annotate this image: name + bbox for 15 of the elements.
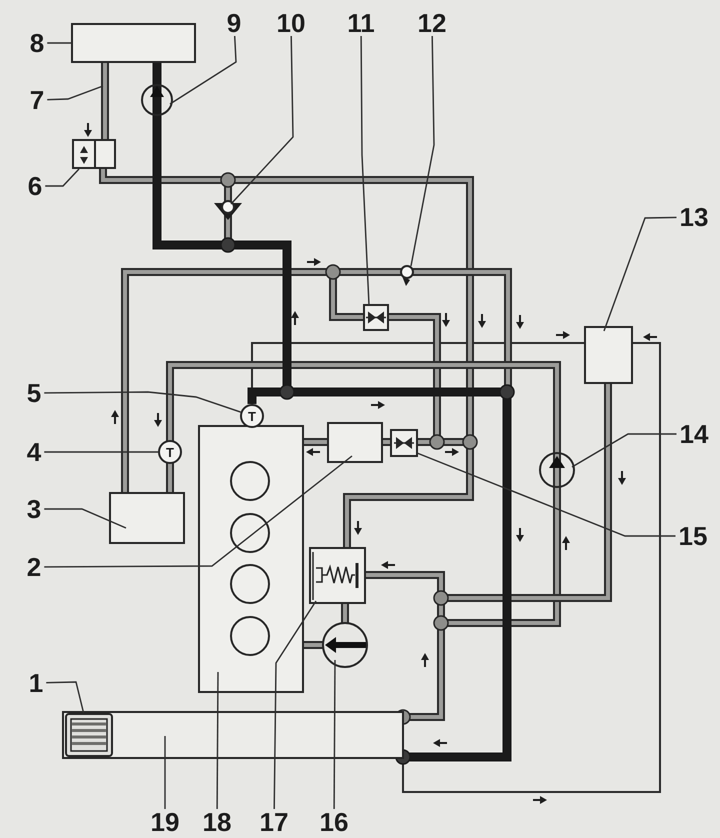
callout-number: 15 — [676, 523, 710, 549]
callout-number: 16 — [316, 809, 352, 835]
callout-number: 14 — [676, 421, 712, 447]
callout-number: 8 — [26, 30, 48, 56]
callout-number: 5 — [24, 380, 44, 406]
callout-number: 18 — [200, 809, 234, 835]
callout-number: 1 — [26, 670, 46, 696]
callout-number: 3 — [24, 496, 44, 522]
callout-number: 4 — [24, 439, 44, 465]
callout-number: 13 — [676, 204, 712, 230]
callout-number: 19 — [148, 809, 182, 835]
callout-number: 6 — [24, 173, 46, 199]
callout-number: 7 — [26, 87, 48, 113]
callout-number: 17 — [256, 809, 292, 835]
callout-number: 2 — [24, 554, 44, 580]
